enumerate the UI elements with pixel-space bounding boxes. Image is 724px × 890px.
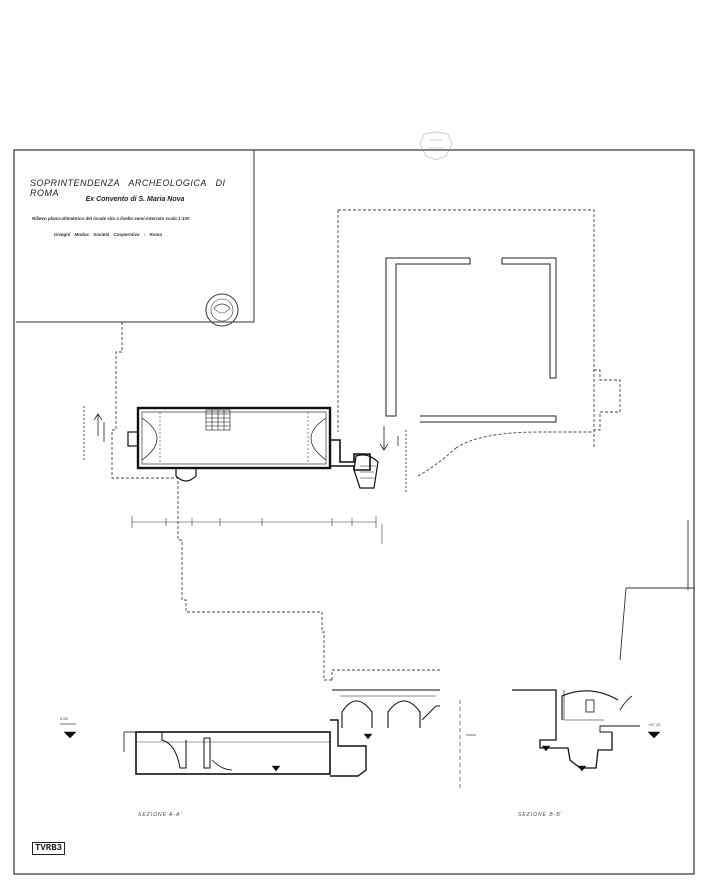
north-arrow-icon — [353, 454, 379, 489]
level-mark-left: 0.00 — [60, 716, 68, 721]
perimeter-dashed-outline — [111, 209, 621, 681]
level-mark-right: +27.12 — [648, 722, 661, 727]
stair-icon — [205, 409, 231, 431]
stamp-seal-icon — [205, 293, 239, 327]
sheet-id: TVRB3 — [32, 842, 66, 855]
authority-name: SOPRINTENDENZA ARCHEOLOGICA DI ROMA — [30, 178, 226, 198]
site-name: Ex Convento di S. Maria Nova — [85, 196, 185, 203]
title-block: SOPRINTENDENZA ARCHEOLOGICA DI ROMA Ex C… — [16, 152, 254, 322]
section-b-label: SEZIONE B-B' — [518, 812, 563, 818]
title-block-frame — [16, 150, 255, 323]
section-b-drawing — [512, 689, 661, 772]
section-a-label: SEZIONE A-A' — [138, 812, 183, 818]
drawing-credits: Disegni Modus Società Cooperativa - Roma — [54, 232, 163, 237]
drawing-description: Rilievo plano-altimetrico del locale sit… — [32, 216, 190, 221]
cloister-walls — [385, 257, 557, 423]
room-plan — [127, 406, 371, 482]
right-edge-walls — [619, 520, 694, 661]
section-markers — [83, 406, 407, 492]
sheet-border — [13, 149, 695, 875]
section-a-drawing — [60, 689, 440, 777]
dimension-line — [131, 516, 383, 544]
watermark-crest-icon — [419, 131, 453, 161]
